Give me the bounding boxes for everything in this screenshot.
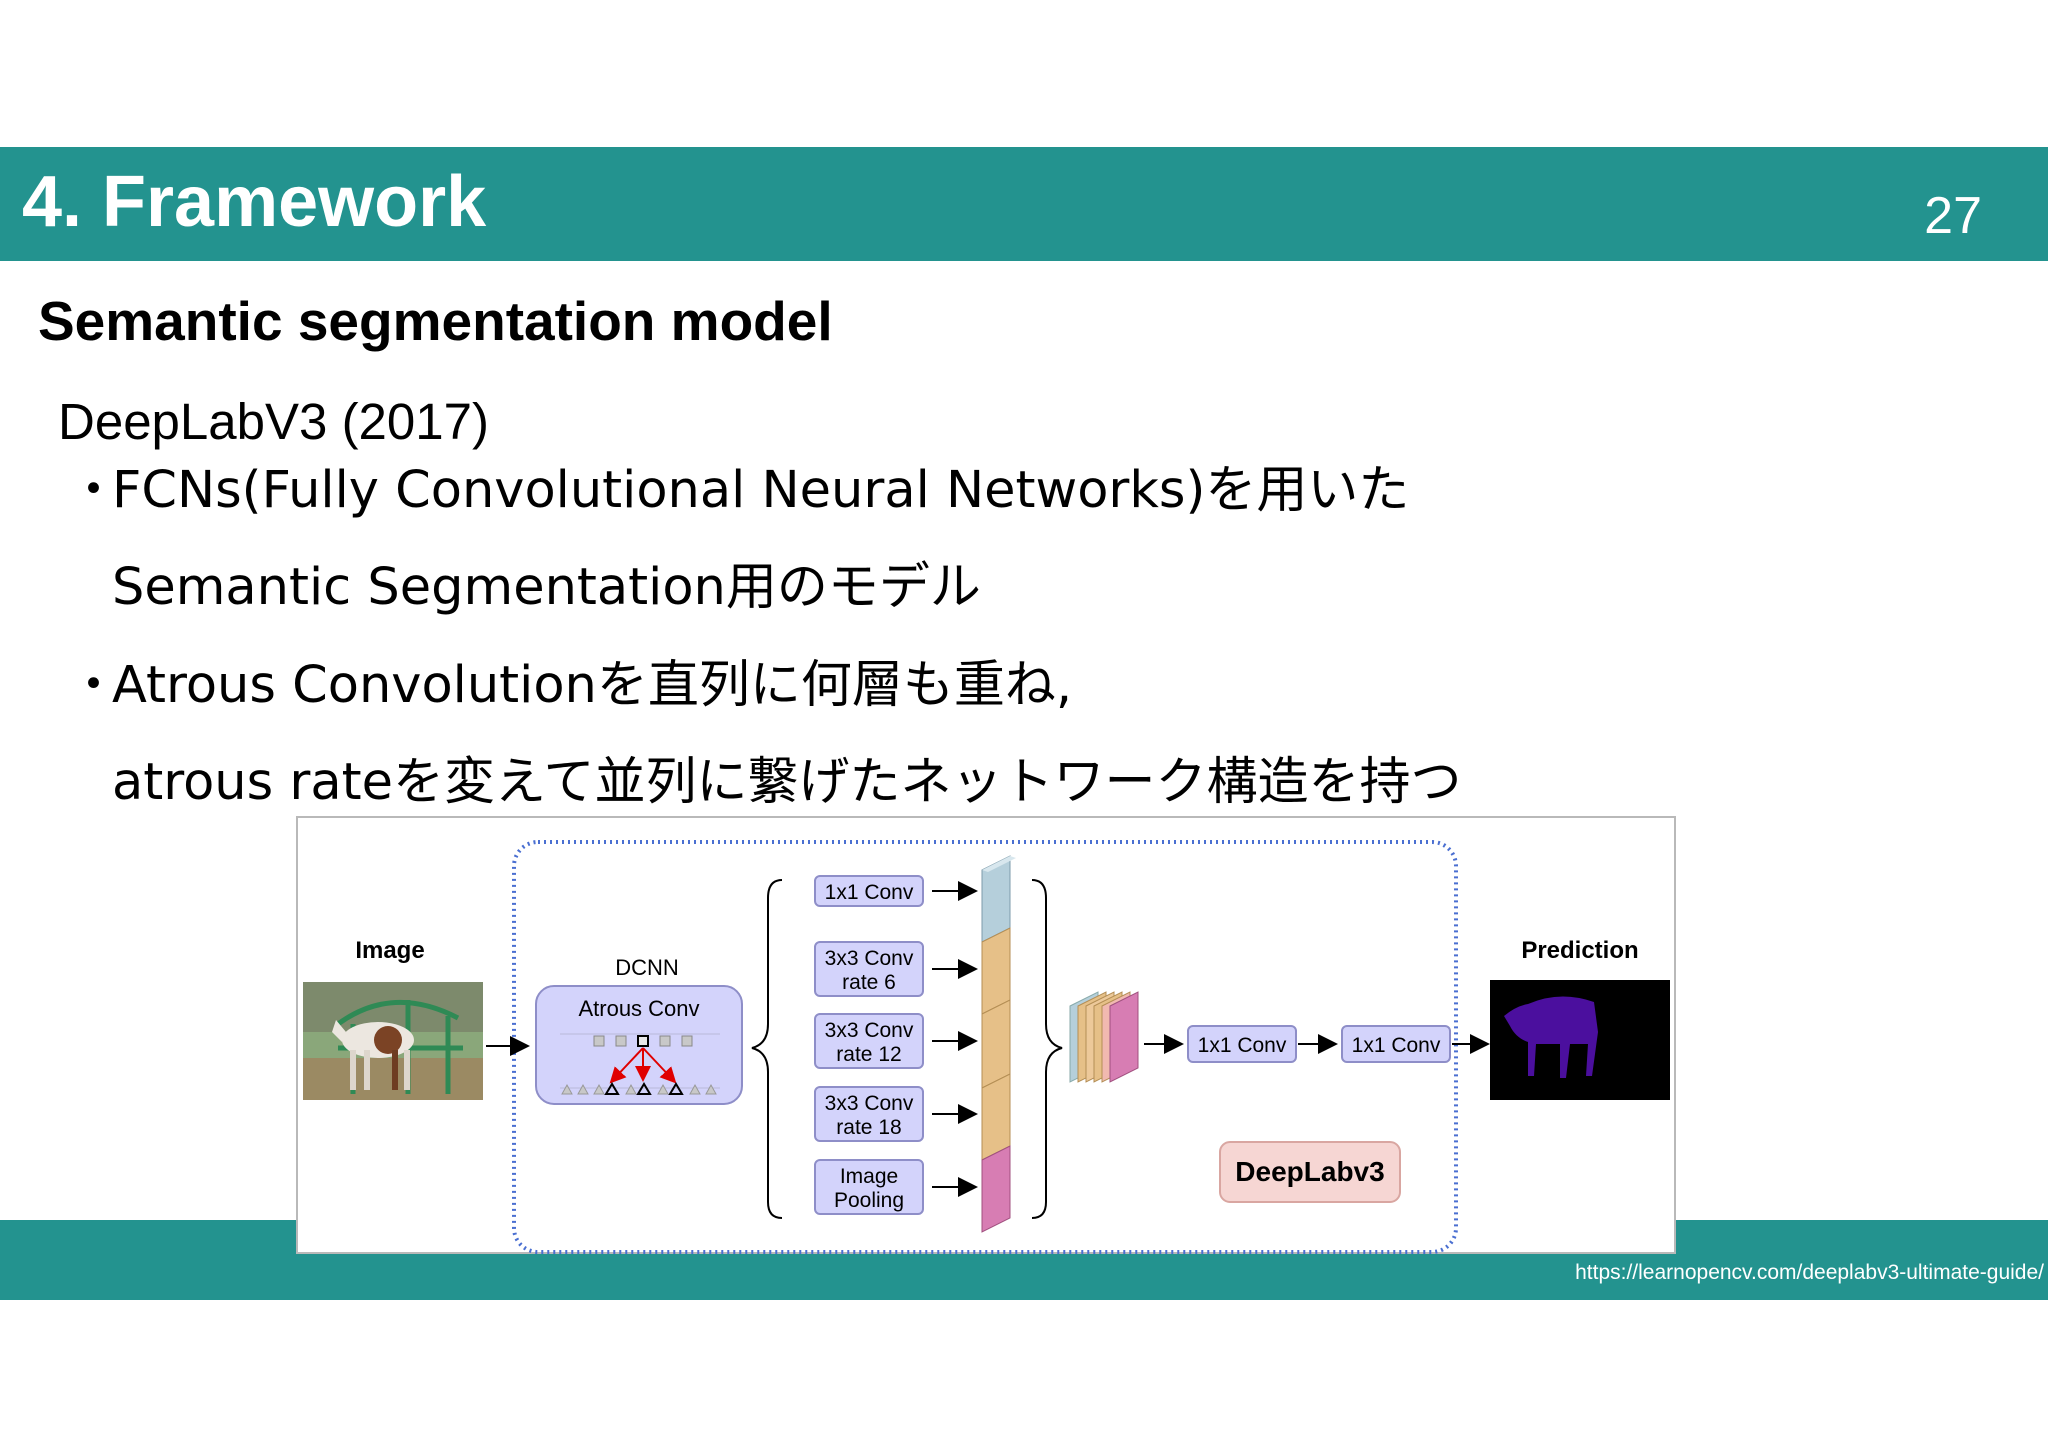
right-brace [1031, 879, 1063, 1219]
source-url: https://learnopencv.com/deeplabv3-ultima… [1575, 1261, 2044, 1284]
prediction-label: Prediction [1521, 937, 1638, 964]
branch-2-label-line2: rate 6 [842, 971, 896, 994]
concatenated-features [1069, 991, 1139, 1083]
deeplabv3-architecture-figure: Image DCNN Atrous Conv [296, 816, 1676, 1254]
bullet-2-marker: ・ [68, 656, 120, 715]
bullet-1-marker: ・ [68, 461, 120, 520]
feature-block-5 [981, 1145, 1011, 1233]
feature-block-4 [981, 1073, 1011, 1161]
branch-5-label-line2: Pooling [834, 1189, 904, 1212]
section-subtitle: Semantic segmentation model [38, 290, 833, 352]
branch-box-4: 3x3 Conv rate 18 [814, 1086, 924, 1142]
header-bar [0, 147, 2048, 261]
branch-3-label-line2: rate 12 [836, 1043, 901, 1066]
branch-5-label-line1: Image [840, 1165, 898, 1188]
page-number: 27 [1924, 187, 1982, 245]
dcnn-label: DCNN [615, 955, 679, 980]
feature-block-3 [981, 999, 1011, 1089]
bullet-2-line-1: Atrous Convolutionを直列に何層も重ね, [112, 656, 1073, 715]
bullet-2-line-2: atrous rateを変えて並列に繋げたネットワーク構造を持つ [112, 753, 1462, 812]
prediction-mask-image [1490, 980, 1670, 1100]
left-brace [751, 879, 783, 1219]
atrous-kernel-icon [560, 1033, 720, 1095]
branch-1-label: 1x1 Conv [825, 881, 914, 904]
model-heading: DeepLabV3 (2017) [58, 393, 489, 450]
conv2-box: 1x1 Conv [1341, 1025, 1451, 1063]
branch-3-label-line1: 3x3 Conv [825, 1019, 914, 1042]
bullet-1-line-2: Semantic Segmentation用のモデル [112, 558, 981, 617]
branch-box-3: 3x3 Conv rate 12 [814, 1013, 924, 1069]
branch-2-label-line1: 3x3 Conv [825, 947, 914, 970]
bullet-1-line-1: FCNs(Fully Convolutional Neural Networks… [112, 461, 1410, 520]
input-image [303, 982, 483, 1100]
branch-box-1: 1x1 Conv [814, 875, 924, 907]
branch-4-label-line1: 3x3 Conv [825, 1092, 914, 1115]
feature-block-1 [981, 855, 1016, 943]
branch-box-2: 3x3 Conv rate 6 [814, 941, 924, 997]
deeplabv3-badge-label: DeepLabv3 [1235, 1156, 1384, 1187]
atrous-conv-label: Atrous Conv [578, 996, 699, 1021]
branch-box-5: Image Pooling [814, 1159, 924, 1215]
branch-4-label-line2: rate 18 [836, 1116, 901, 1139]
feature-block-2 [981, 927, 1011, 1015]
deeplabv3-badge: DeepLabv3 [1219, 1141, 1401, 1203]
image-label: Image [355, 937, 424, 964]
conv2-label: 1x1 Conv [1352, 1034, 1441, 1057]
slide-title: 4. Framework [22, 162, 487, 242]
conv1-box: 1x1 Conv [1187, 1025, 1297, 1063]
conv1-label: 1x1 Conv [1198, 1034, 1287, 1057]
architecture-diagram: Image DCNN Atrous Conv [303, 840, 1670, 1254]
